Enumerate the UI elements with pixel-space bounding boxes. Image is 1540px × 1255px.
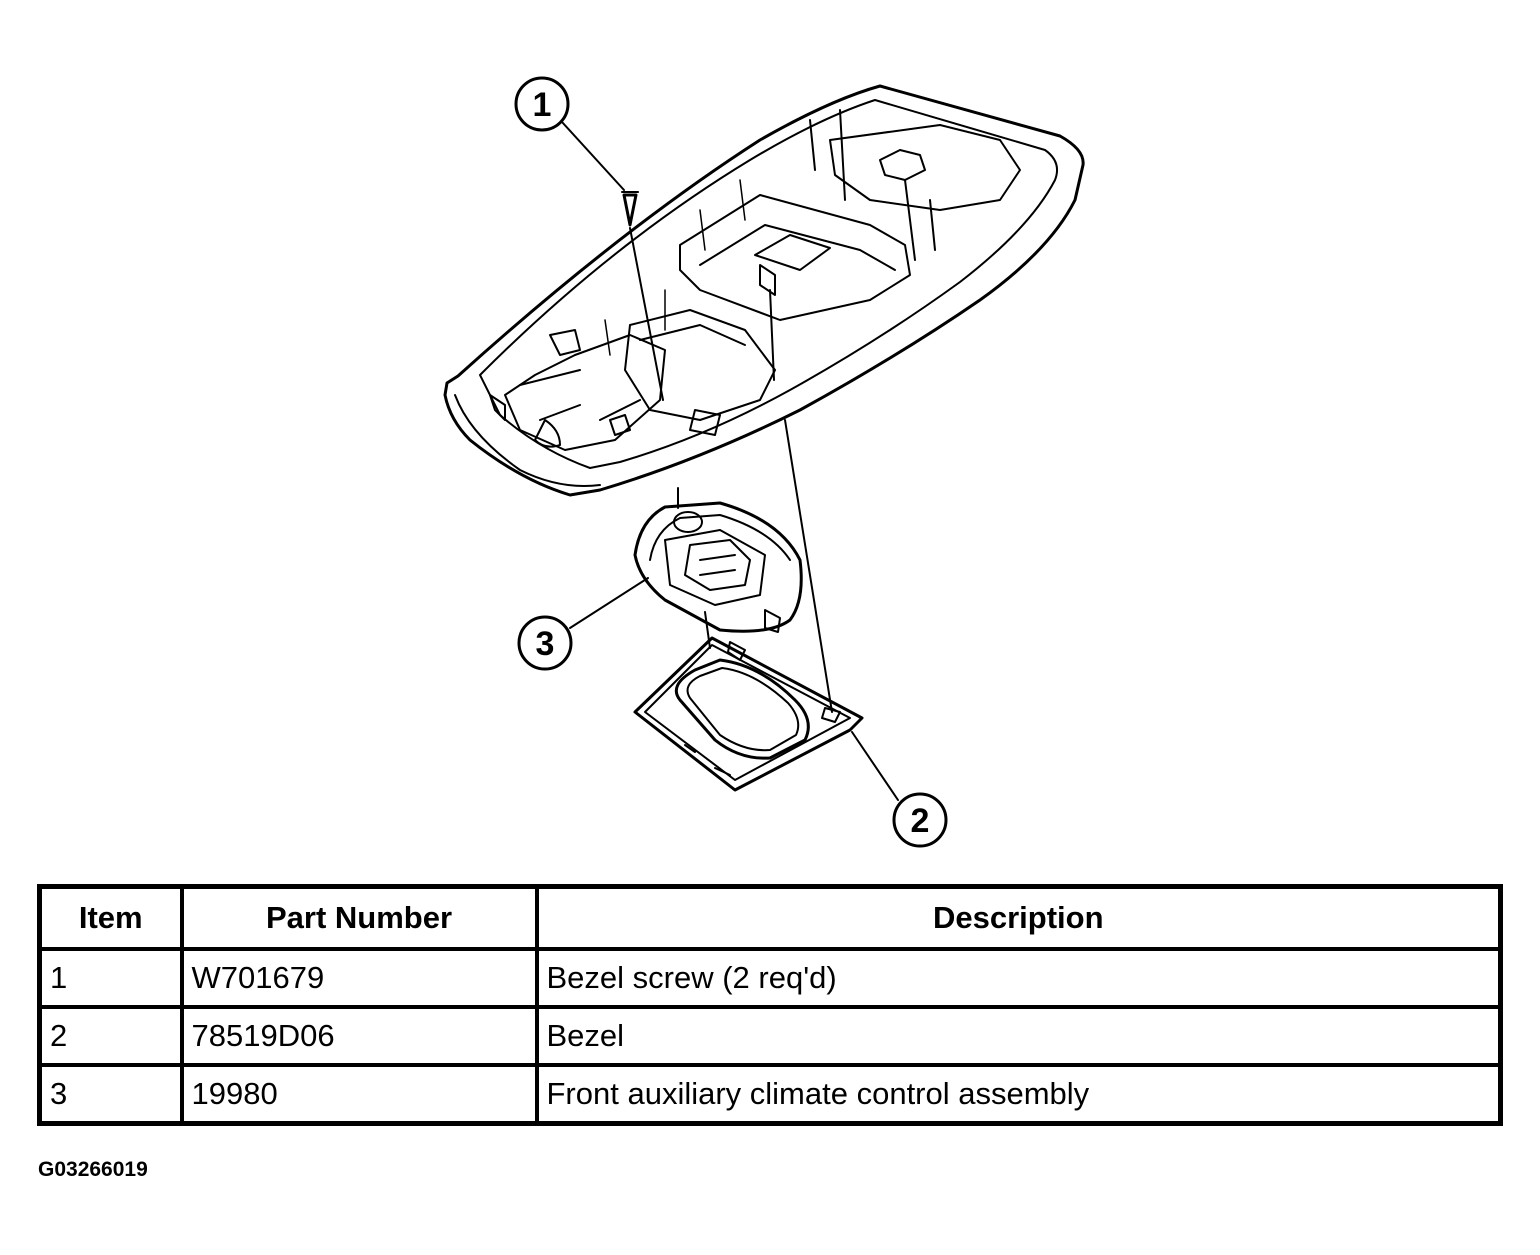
figure-id: G03266019 — [38, 1158, 148, 1181]
header-part-number: Part Number — [179, 884, 539, 951]
leader-lines — [561, 121, 899, 801]
callout-1 — [514, 76, 570, 132]
callout-2-label: 2 — [911, 802, 930, 840]
part-number-cell: W701679 — [179, 947, 539, 1009]
table-row: 1 W701679 Bezel screw (2 req'd) — [37, 947, 1503, 1009]
description-cell: Front auxiliary climate control assembly — [534, 1063, 1503, 1126]
callout-1-label: 1 — [533, 86, 552, 124]
table-header-row: Item Part Number Description — [37, 884, 1503, 951]
bezel — [633, 636, 864, 792]
table-row: 3 19980 Front auxiliary climate control … — [37, 1063, 1503, 1126]
description-cell: Bezel — [534, 1005, 1503, 1067]
callout-3-label: 3 — [536, 625, 555, 663]
part-number-cell: 78519D06 — [179, 1005, 539, 1067]
assembly-lines — [629, 227, 833, 713]
climate-control-assembly — [633, 501, 803, 633]
exploded-view-diagram: 1 3 2 — [443, 76, 1085, 848]
description-cell: Bezel screw (2 req'd) — [534, 947, 1503, 1009]
header-description: Description — [534, 884, 1503, 951]
bezel-screw — [621, 191, 639, 227]
item-cell: 2 — [37, 1005, 184, 1067]
parts-table: Item Part Number Description 1 W701679 B… — [37, 884, 1503, 1126]
callout-2 — [892, 792, 948, 848]
part-number-cell: 19980 — [179, 1063, 539, 1126]
item-cell: 3 — [37, 1063, 184, 1126]
callout-3 — [517, 615, 573, 671]
header-item: Item — [37, 884, 184, 951]
item-cell: 1 — [37, 947, 184, 1009]
overhead-console — [443, 84, 1085, 497]
table-row: 2 78519D06 Bezel — [37, 1005, 1503, 1067]
